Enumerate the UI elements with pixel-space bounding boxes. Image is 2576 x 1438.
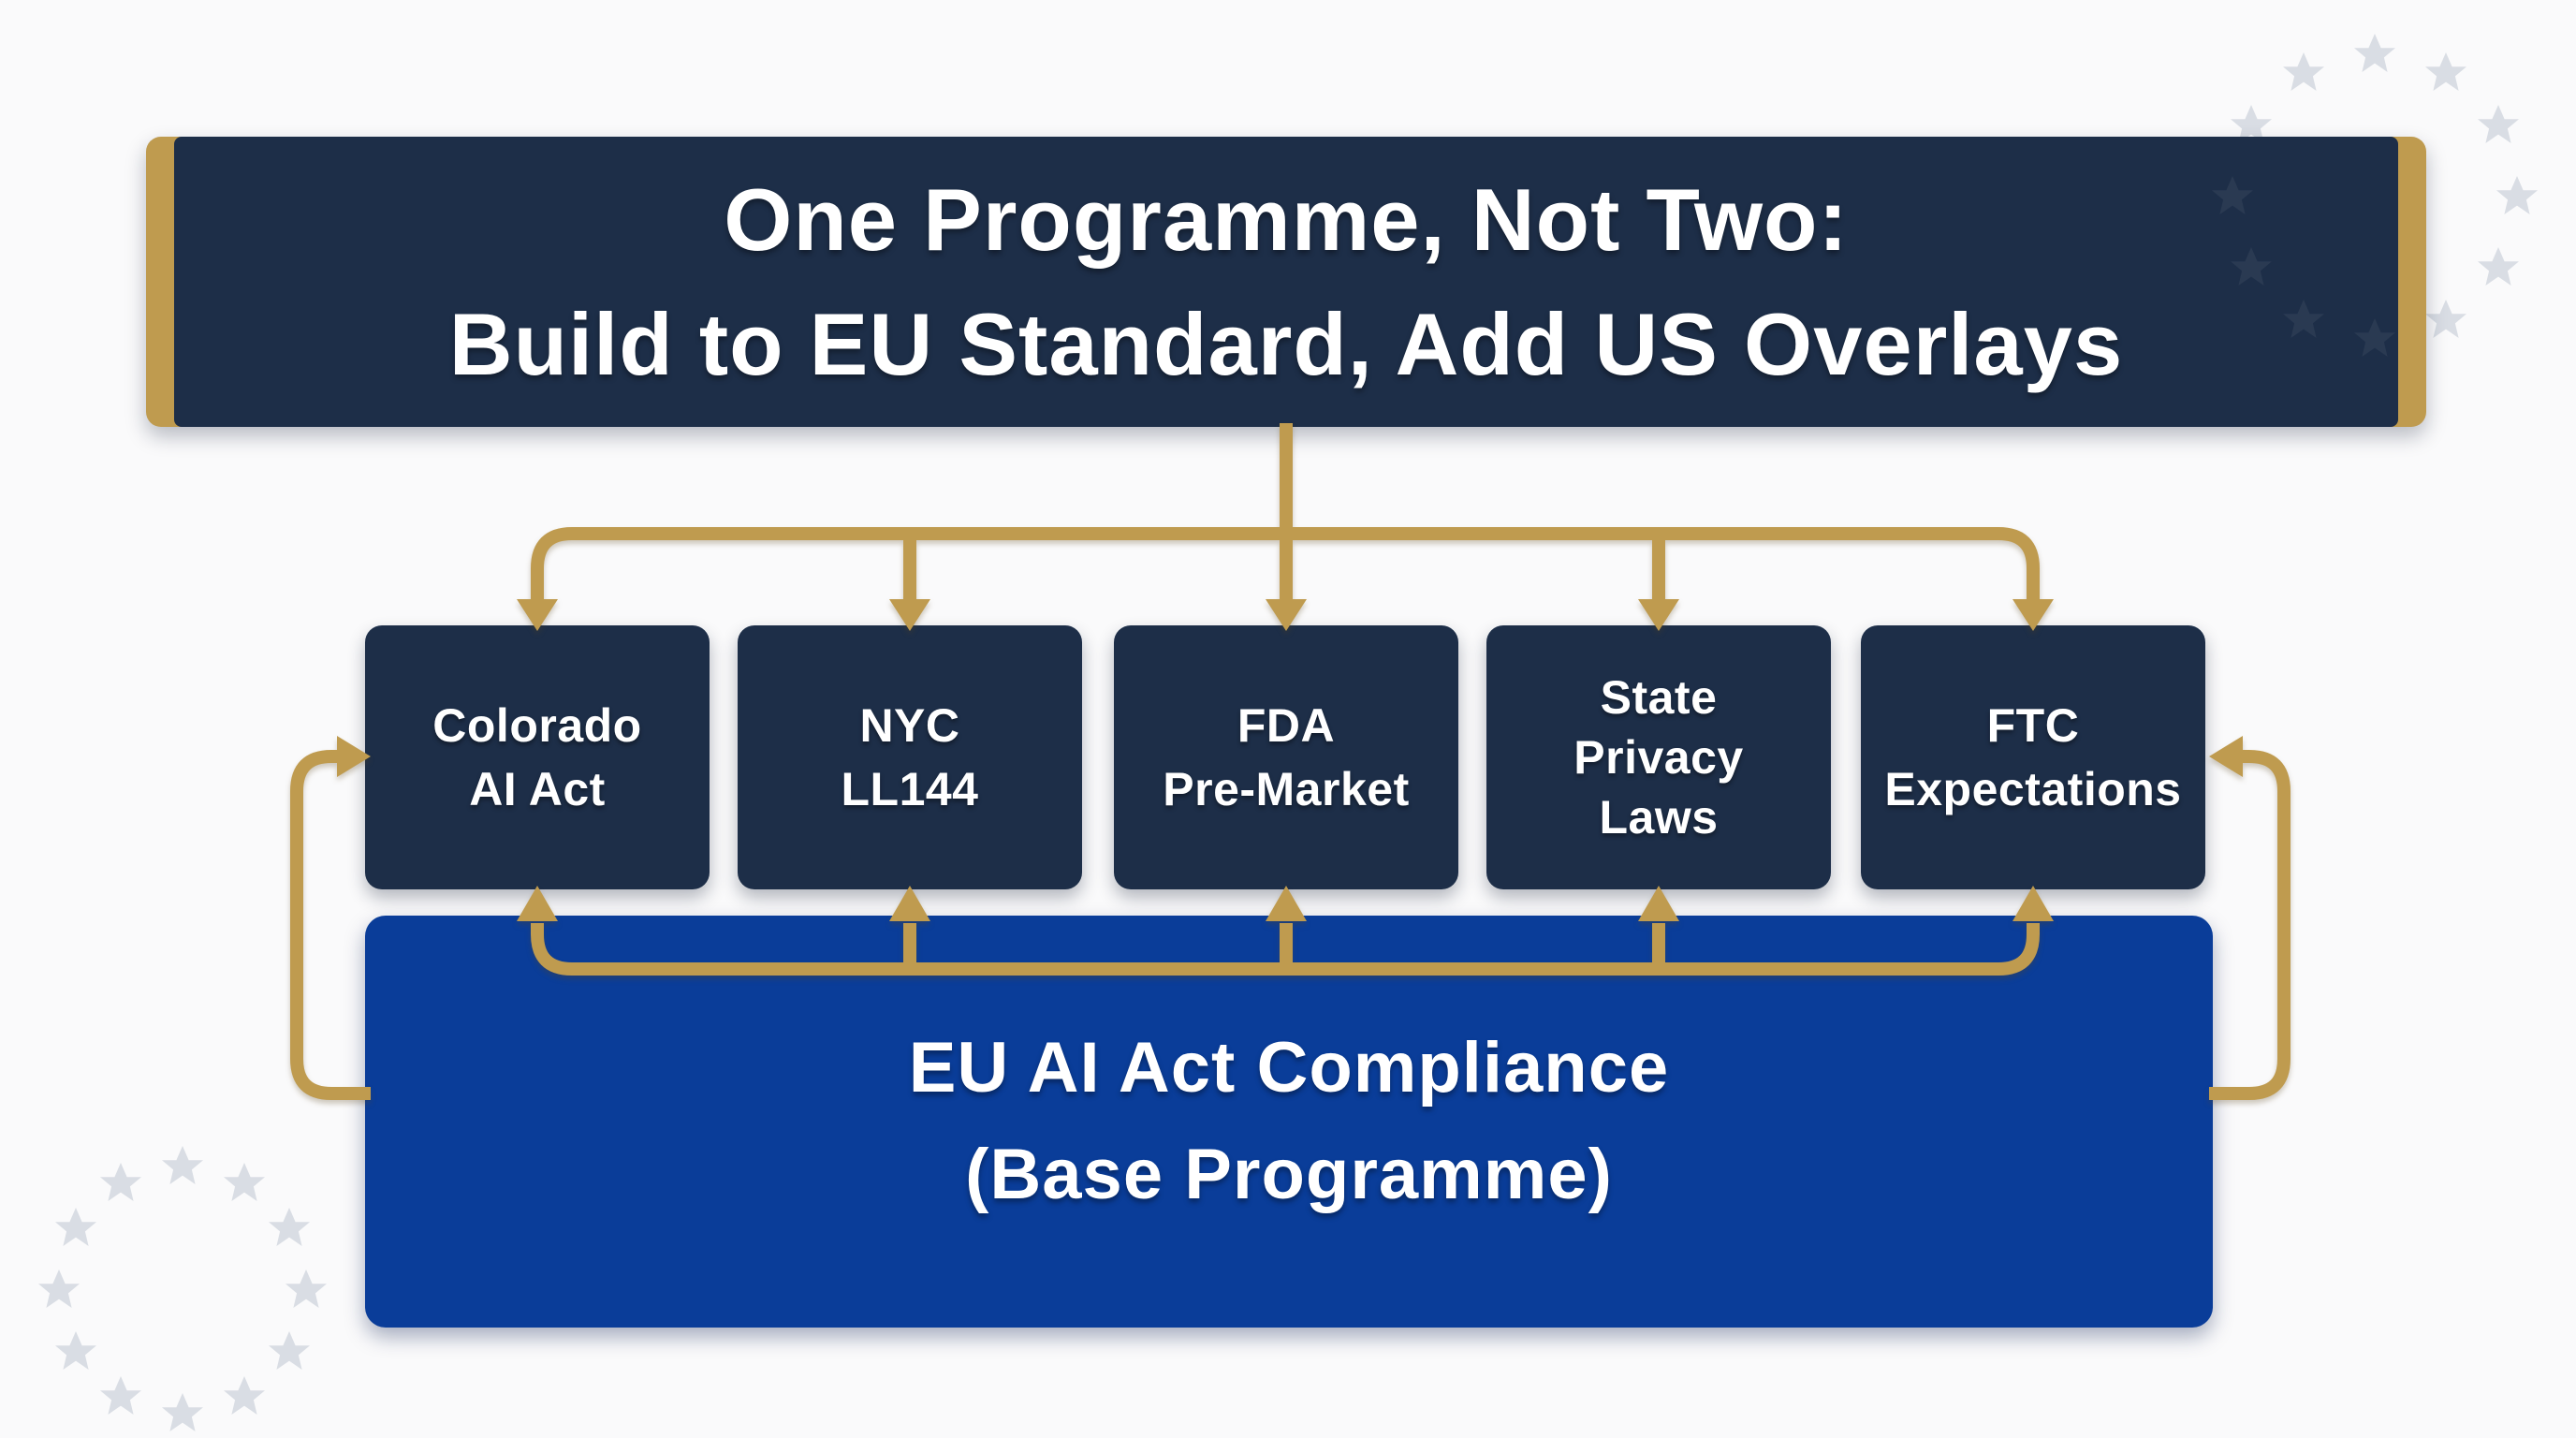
overlay-box-nyc-ll144: NYC LL144	[738, 625, 1082, 889]
star-icon	[269, 1331, 310, 1370]
star-icon	[2425, 52, 2466, 91]
star-icon	[224, 1376, 265, 1415]
overlay-box-state-privacy-laws: State Privacy Laws	[1486, 625, 1831, 889]
base-box-label-1: EU AI Act Compliance	[908, 1028, 1670, 1108]
star-icon	[100, 1376, 141, 1415]
overlay-box-fda-pre-market: FDA Pre-Market	[1114, 625, 1458, 889]
title-line-1: One Programme, Not Two:	[724, 169, 1849, 269]
overlay-box-label: State	[1600, 671, 1718, 724]
overlay-box-label: Pre-Market	[1163, 763, 1410, 815]
star-icon	[38, 1269, 80, 1308]
star-icon	[2496, 176, 2538, 214]
star-icon	[2283, 52, 2324, 91]
overlay-box-label: AI Act	[469, 763, 606, 815]
overlay-box-label: FDA	[1237, 699, 1336, 752]
title-line-2: Build to EU Standard, Add US Overlays	[448, 295, 2124, 393]
star-icon	[2478, 105, 2519, 143]
connector-left-loop	[290, 750, 371, 1100]
star-icon	[100, 1163, 141, 1201]
base-programme-box: EU AI Act Compliance (Base Programme)	[365, 916, 2213, 1328]
star-icon	[2354, 34, 2395, 72]
connector-top-distribution	[531, 527, 2040, 605]
base-box-label-2: (Base Programme)	[965, 1135, 1613, 1214]
overlay-box-label: Expectations	[1884, 763, 2182, 815]
star-icon	[285, 1269, 327, 1308]
title-box-inner: One Programme, Not Two: Build to EU Stan…	[174, 137, 2398, 427]
star-icon	[269, 1208, 310, 1246]
overlay-box-label: Colorado	[432, 699, 642, 752]
star-circle-bottom-left	[38, 1146, 327, 1431]
title-box: One Programme, Not Two: Build to EU Stan…	[146, 137, 2426, 427]
overlay-box-label: Privacy	[1573, 731, 1744, 784]
star-icon	[55, 1331, 96, 1370]
overlay-box-ftc-expectations: FTC Expectations	[1861, 625, 2205, 889]
star-icon	[2478, 247, 2519, 286]
arrow-left-icon	[2209, 736, 2243, 777]
overlay-box-label: FTC	[1986, 699, 2080, 752]
overlay-box-label: Laws	[1599, 791, 1719, 844]
overlay-box-colorado-ai-act: Colorado AI Act	[365, 625, 710, 889]
connector-right-loop	[2209, 750, 2291, 1100]
overlay-box-label: LL144	[841, 763, 979, 815]
star-icon	[2425, 300, 2466, 338]
star-icon	[224, 1163, 265, 1201]
star-icon	[162, 1393, 203, 1431]
star-icon	[55, 1208, 96, 1246]
star-icon	[162, 1146, 203, 1184]
overlay-box-label: NYC	[859, 699, 960, 752]
